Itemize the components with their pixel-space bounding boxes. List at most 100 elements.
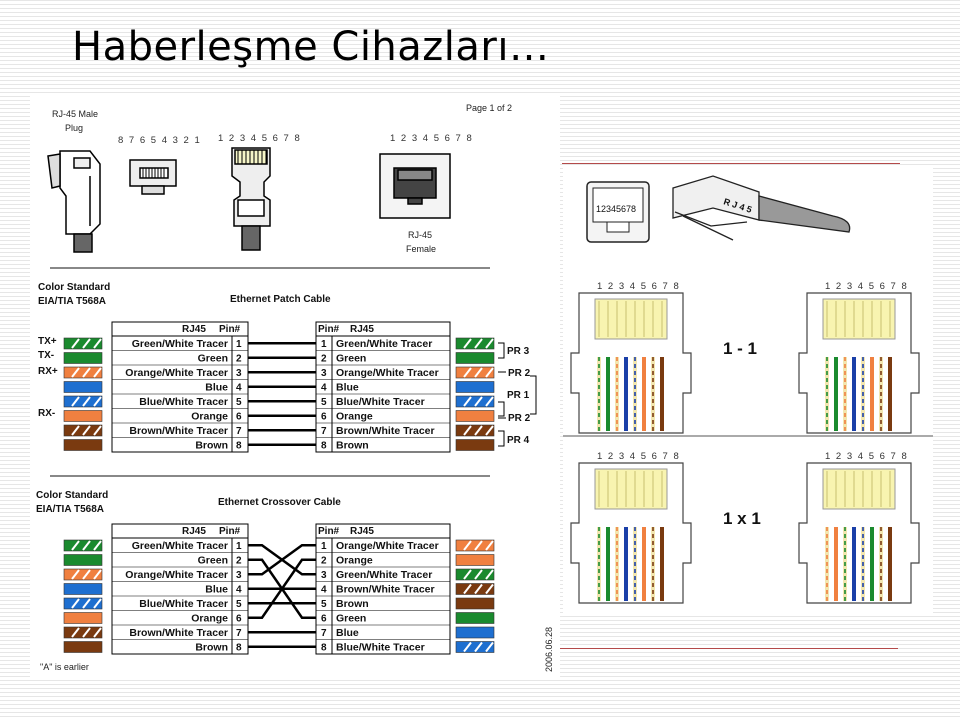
accent-line-bottom bbox=[560, 648, 898, 649]
cross-right-swatch bbox=[455, 641, 495, 653]
socket-icon bbox=[586, 181, 650, 243]
patch-header-pin-right: Pin# bbox=[318, 324, 340, 335]
signal-rx-minus: RX- bbox=[38, 408, 55, 419]
patch-header-pin-left: Pin# bbox=[219, 324, 241, 335]
date-stamp: 2006.06.28 bbox=[544, 627, 554, 672]
cross-wire bbox=[248, 544, 316, 576]
patch-left-swatch bbox=[63, 395, 103, 408]
cross-header-left: RJ45 bbox=[182, 526, 206, 537]
patch-right-swatch bbox=[455, 337, 495, 350]
accent-line-top bbox=[562, 163, 900, 164]
cross-right-pin: 5 bbox=[321, 599, 327, 610]
cross-wire bbox=[248, 558, 316, 619]
cross-right-cell: Blue/White Tracer bbox=[336, 642, 425, 654]
standard-label-2: Color Standard bbox=[36, 490, 108, 501]
cross-right-pin: 6 bbox=[321, 614, 327, 625]
patch-left-cell: Green/White Tracer bbox=[132, 338, 228, 350]
straight-label: 1 - 1 bbox=[723, 339, 757, 358]
signal-rx-plus: RX+ bbox=[38, 366, 58, 377]
patch-left-pin: 8 bbox=[236, 441, 242, 452]
cross-right-cell: Orange bbox=[336, 555, 373, 567]
cross-left-cell: Blue bbox=[205, 584, 228, 596]
rj45-pinout-sheet: Page 1 of 2 RJ-45 Male Plug 8 7 6 5 4 3 … bbox=[30, 96, 560, 678]
cross-left-cell: Brown bbox=[195, 642, 228, 654]
cross-left-cell: Green bbox=[198, 555, 228, 567]
female-pins-label: 1 2 3 4 5 6 7 8 bbox=[390, 133, 473, 144]
cross-left-swatch bbox=[63, 597, 103, 610]
cross-left-swatch bbox=[63, 554, 103, 566]
patch-right-pin: 5 bbox=[321, 397, 327, 408]
pair-label-pr2-top: PR 2 bbox=[508, 368, 531, 379]
page-indicator: Page 1 of 2 bbox=[466, 103, 512, 113]
cross-left-pin: 1 bbox=[236, 541, 242, 552]
cross-left-swatch bbox=[63, 641, 103, 653]
patch-left-swatch bbox=[63, 410, 103, 422]
patch-left-swatch bbox=[63, 337, 103, 350]
cross-left-swatch bbox=[63, 583, 103, 595]
cross-left-pin: 5 bbox=[236, 599, 242, 610]
patch-left-swatch bbox=[63, 424, 103, 437]
standard-sub-1: EIA/TIA T568A bbox=[38, 296, 106, 307]
cross-right-pin: 1 bbox=[321, 541, 327, 552]
cross-right-swatch bbox=[455, 554, 495, 566]
crossover-cable-title: Ethernet Crossover Cable bbox=[218, 497, 341, 508]
patch-right-swatch bbox=[455, 381, 495, 393]
cross-right-cell: Brown bbox=[336, 598, 369, 610]
plug-label-line2: Plug bbox=[65, 123, 83, 133]
cross-header-pin-right: Pin# bbox=[318, 526, 340, 537]
plug-cross-left: 1 2 3 4 5 6 7 8 bbox=[570, 451, 692, 604]
cross-right-cell: Orange/White Tracer bbox=[336, 540, 439, 552]
patch-right-cell: Brown bbox=[336, 440, 369, 452]
plug-pin-header: 1 2 3 4 5 6 7 8 bbox=[825, 281, 908, 292]
patch-right-pin: 3 bbox=[321, 368, 327, 379]
cross-left-pin: 7 bbox=[236, 628, 242, 639]
female-label-line1: RJ-45 bbox=[408, 230, 432, 240]
crossover-label: 1 x 1 bbox=[723, 509, 761, 528]
patch-left-pin: 6 bbox=[236, 412, 242, 423]
patch-left-swatch bbox=[63, 439, 103, 451]
patch-left-cell: Blue/White Tracer bbox=[139, 396, 228, 408]
plug-straight-left: 1 2 3 4 5 6 7 8 bbox=[570, 281, 692, 434]
patch-right-swatch bbox=[455, 439, 495, 451]
patch-right-pin: 8 bbox=[321, 441, 327, 452]
patch-left-pin: 1 bbox=[236, 339, 242, 350]
cross-left-pin: 3 bbox=[236, 570, 242, 581]
cross-right-swatch bbox=[455, 539, 495, 552]
pins-descending-label: 8 7 6 5 4 3 2 1 bbox=[118, 135, 201, 146]
cross-right-pin: 3 bbox=[321, 570, 327, 581]
socket-digits: 12345678 bbox=[596, 204, 636, 214]
patch-right-pin: 2 bbox=[321, 354, 327, 365]
cross-left-swatch bbox=[63, 539, 103, 552]
cross-right-cell: Blue bbox=[336, 627, 359, 639]
patch-left-pin: 7 bbox=[236, 426, 242, 437]
cross-right-swatch bbox=[455, 568, 495, 581]
cross-right-cell: Green bbox=[336, 613, 366, 625]
female-jack-icon bbox=[379, 153, 451, 219]
male-plug-front-icon bbox=[129, 159, 177, 195]
cross-right-pin: 2 bbox=[321, 556, 327, 567]
cross-right-cell: Brown/White Tracer bbox=[336, 584, 435, 596]
patch-left-cell: Orange/White Tracer bbox=[125, 367, 228, 379]
male-plug-top-icon bbox=[231, 147, 271, 251]
patch-cable-title: Ethernet Patch Cable bbox=[230, 294, 331, 305]
plug-straight-right: 1 2 3 4 5 6 7 8 bbox=[798, 281, 920, 434]
patch-right-cell: Brown/White Tracer bbox=[336, 425, 435, 437]
standard-sub-2: EIA/TIA T568A bbox=[36, 504, 104, 515]
cross-right-cell: Green/White Tracer bbox=[336, 569, 432, 581]
patch-left-swatch bbox=[63, 366, 103, 379]
patch-right-swatch bbox=[455, 424, 495, 437]
patch-left-pin: 5 bbox=[236, 397, 242, 408]
cross-right-pin: 8 bbox=[321, 643, 327, 654]
patch-right-pin: 4 bbox=[321, 383, 327, 394]
cross-right-swatch bbox=[455, 626, 495, 639]
cross-left-pin: 4 bbox=[236, 585, 242, 596]
patch-left-swatch bbox=[63, 352, 103, 364]
male-plug-side-icon bbox=[47, 150, 101, 253]
cross-left-pin: 2 bbox=[236, 556, 242, 567]
patch-right-swatch bbox=[455, 410, 495, 422]
pair-label-pr1: PR 1 bbox=[507, 390, 530, 401]
patch-right-cell: Green bbox=[336, 353, 366, 365]
patch-right-swatch bbox=[455, 395, 495, 408]
pins-ascending-label: 1 2 3 4 5 6 7 8 bbox=[218, 133, 301, 144]
